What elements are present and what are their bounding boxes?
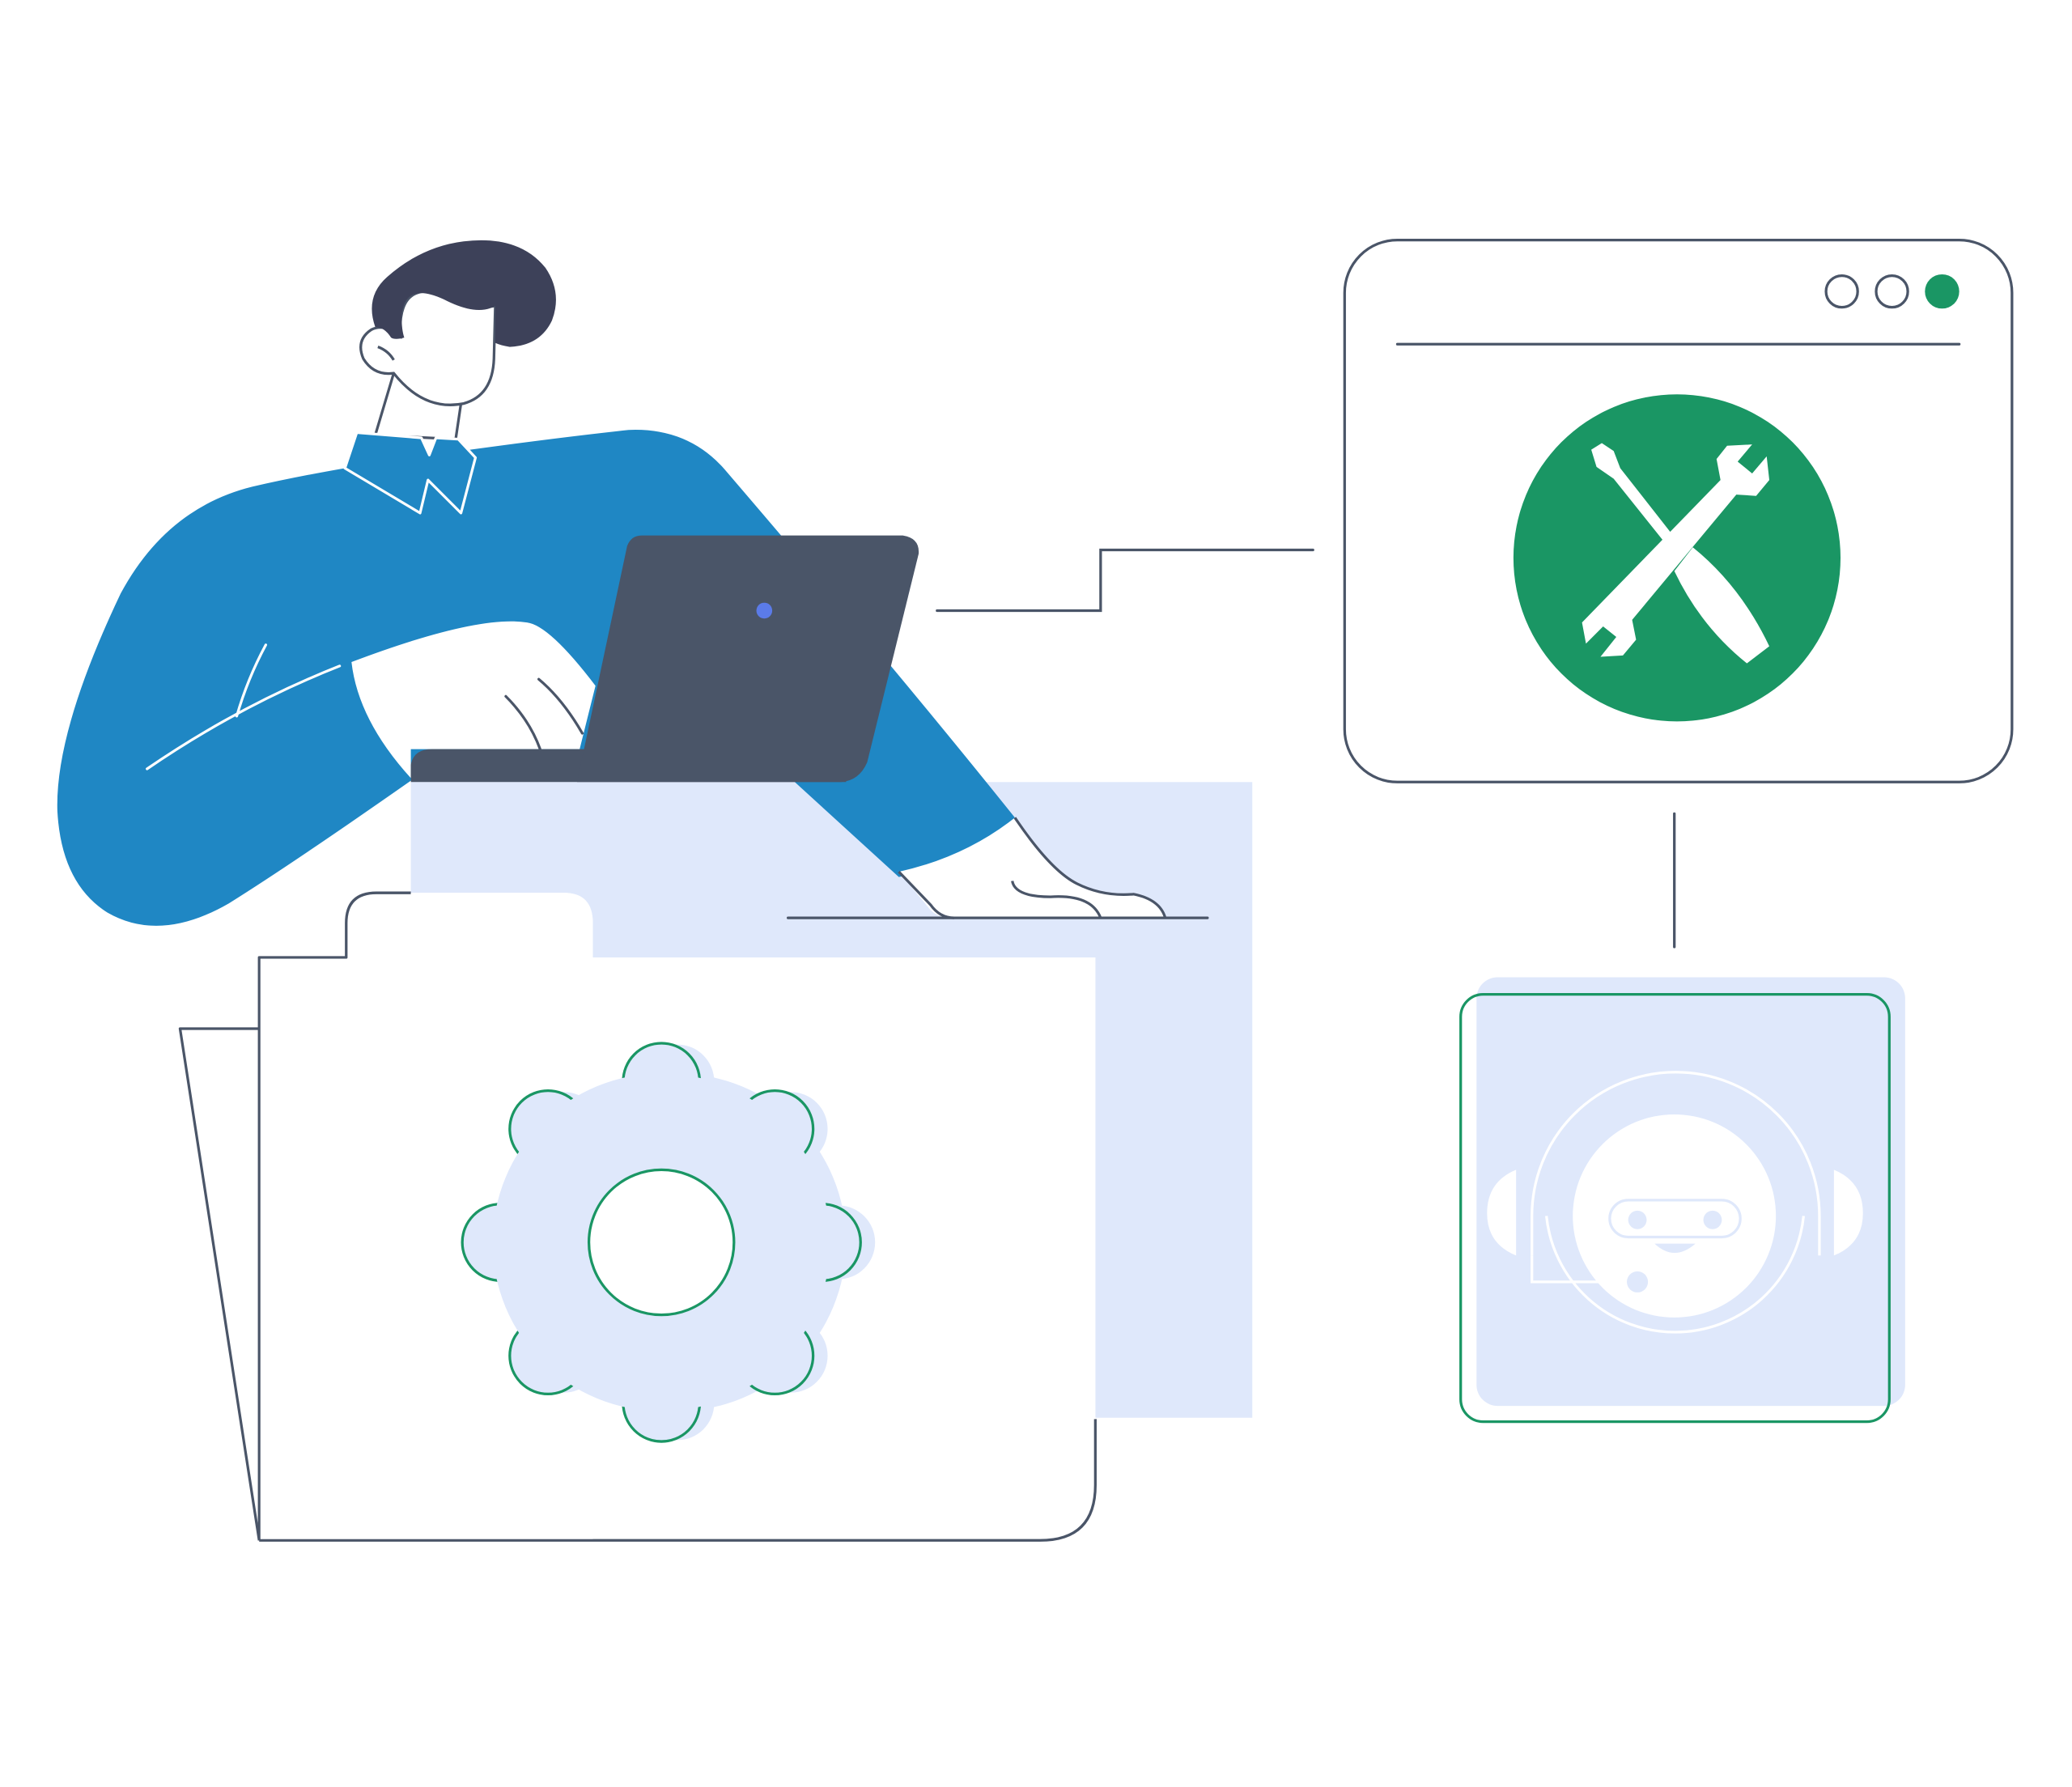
folder-back-flap xyxy=(178,1027,261,1541)
shirt-folds xyxy=(146,643,342,770)
tools-icon xyxy=(1582,443,1770,664)
robot-card xyxy=(1459,977,1905,1424)
gear-icon xyxy=(461,1042,876,1443)
laptop xyxy=(410,535,919,783)
window-button-2 xyxy=(1875,274,1909,309)
window-button-1 xyxy=(1824,274,1859,309)
hair xyxy=(372,240,556,347)
laptop-screen xyxy=(576,535,919,783)
window-icon xyxy=(1343,238,2014,783)
connector-line xyxy=(936,548,1314,613)
robot-icon xyxy=(1487,1071,1863,1334)
collar xyxy=(343,431,478,515)
laptop-camera-light xyxy=(756,602,773,619)
ear-line xyxy=(377,346,395,361)
window-button-3 xyxy=(1925,274,1959,309)
